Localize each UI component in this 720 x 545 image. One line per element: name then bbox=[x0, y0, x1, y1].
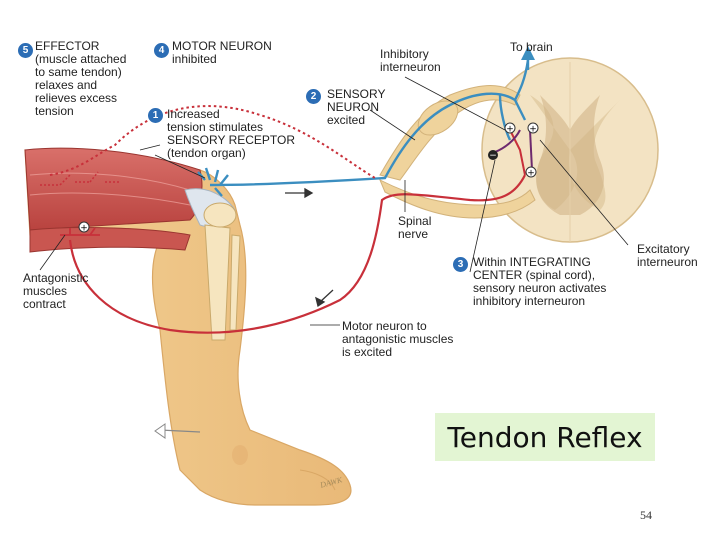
sensory-receptor-label-line: tension stimulates bbox=[167, 120, 264, 134]
sensory-neuron-label-line: SENSORY bbox=[327, 87, 386, 101]
to-brain-label: To brain bbox=[510, 40, 553, 54]
sensory-neuron-label-line: NEURON bbox=[327, 100, 380, 114]
antagonistic-motor-endings bbox=[60, 227, 100, 236]
slide-title-box: Tendon Reflex bbox=[435, 413, 655, 461]
step-badge-4: 4 bbox=[154, 43, 169, 58]
step-badge-5: 5 bbox=[18, 43, 33, 58]
leg bbox=[24, 147, 352, 506]
step-badge-1: 1 bbox=[148, 108, 163, 123]
antagonistic-muscles-label-line: Antagonistic bbox=[23, 271, 89, 285]
leg-movement-arrowhead bbox=[154, 423, 166, 439]
to-brain-arrow-head bbox=[521, 46, 535, 60]
inhibitory-interneuron-label: Inhibitory interneuron bbox=[380, 48, 441, 74]
sensory-receptor-label-line: SENSORY RECEPTOR bbox=[167, 133, 296, 147]
leg-movement-arrow bbox=[159, 429, 201, 433]
interneurons bbox=[494, 129, 533, 176]
integrating-center-label-line: Within INTEGRATING bbox=[473, 255, 591, 269]
antagonistic-muscles-label-line: contract bbox=[23, 297, 66, 311]
sensory-receptor-label-line: (tendon organ) bbox=[167, 146, 246, 160]
motor-antagonistic-label: Motor neuron to antagonistic muscles is … bbox=[342, 320, 453, 359]
inhibited-motor-neuron bbox=[49, 105, 376, 179]
spinal-cord bbox=[481, 57, 659, 243]
excitatory-interneuron-line: Excitatory bbox=[637, 242, 690, 256]
sensory-receptor-label: Increased tension stimulates SENSORY REC… bbox=[167, 108, 295, 160]
signal-direction-arrows bbox=[285, 187, 334, 308]
motor-antagonistic-label-line: Motor neuron to bbox=[342, 319, 427, 333]
integrating-center-label-line: inhibitory interneuron bbox=[473, 294, 586, 308]
inhibited-motor-endings bbox=[40, 171, 120, 186]
effector-label-line: relaxes and bbox=[35, 78, 98, 92]
motor-neuron-label-line: inhibited bbox=[172, 52, 217, 66]
sensory-neuron-label: SENSORY NEURON excited bbox=[327, 88, 385, 127]
svg-text:−: − bbox=[489, 151, 497, 161]
svg-text:+: + bbox=[506, 125, 514, 135]
integrating-center-label-line: CENTER (spinal cord), bbox=[473, 268, 596, 282]
effector-label: EFFECTOR (muscle attached to same tendon… bbox=[35, 40, 126, 118]
spinal-nerve-label-line: nerve bbox=[398, 227, 429, 241]
svg-text:+: + bbox=[529, 125, 537, 135]
integrating-center-label: Within INTEGRATING CENTER (spinal cord),… bbox=[473, 256, 606, 308]
effector-label-line: relieves excess bbox=[35, 91, 118, 105]
integrating-center-label-line: sensory neuron activates bbox=[473, 281, 607, 295]
excitatory-interneuron-label: Excitatory interneuron bbox=[637, 243, 698, 269]
antagonistic-muscles-label-line: muscles bbox=[23, 284, 68, 298]
antagonistic-muscles-label: Antagonistic muscles contract bbox=[23, 272, 88, 311]
spinal-nerve-label-line: Spinal bbox=[398, 214, 432, 228]
effector-label-line: (muscle attached bbox=[35, 52, 127, 66]
svg-text:+: + bbox=[527, 169, 535, 179]
sensory-receptor-label-line: Increased bbox=[167, 107, 220, 121]
svg-text:+: + bbox=[80, 224, 88, 234]
step-badge-3: 3 bbox=[453, 257, 468, 272]
inhibitory-interneuron-line: Inhibitory bbox=[380, 47, 429, 61]
motor-antagonistic-label-line: is excited bbox=[342, 345, 393, 359]
effector-label-line: tension bbox=[35, 104, 74, 118]
dorsal-root bbox=[379, 85, 536, 219]
sensory-neuron bbox=[197, 59, 530, 197]
slide-title: Tendon Reflex bbox=[447, 420, 643, 454]
excited-motor-neuron bbox=[68, 174, 526, 334]
excitatory-interneuron-line: interneuron bbox=[637, 255, 698, 269]
leader-lines bbox=[39, 76, 629, 326]
inhibitory-interneuron-line: interneuron bbox=[380, 60, 441, 74]
motor-antagonistic-label-line: antagonistic muscles bbox=[342, 332, 454, 346]
spinal-nerve-label: Spinal nerve bbox=[398, 215, 431, 241]
motor-neuron-label: MOTOR NEURON inhibited bbox=[172, 40, 272, 66]
motor-neuron-label-line: MOTOR NEURON bbox=[172, 39, 272, 53]
effector-label-line: EFFECTOR bbox=[35, 39, 100, 53]
step-badge-2: 2 bbox=[306, 89, 321, 104]
effector-label-line: to same tendon) bbox=[35, 65, 122, 79]
synapse-markers: + + − + + bbox=[78, 122, 539, 234]
page-number: 54 bbox=[640, 508, 652, 522]
sensory-neuron-label-line: excited bbox=[327, 113, 366, 127]
